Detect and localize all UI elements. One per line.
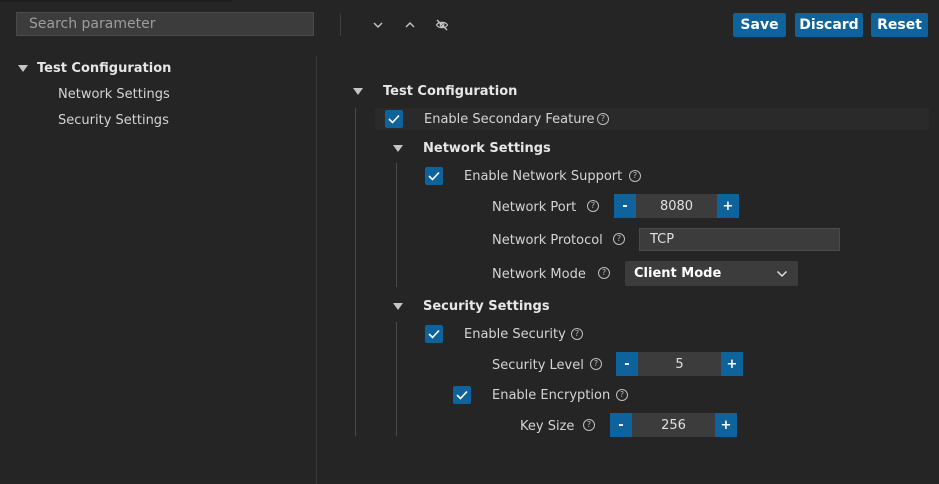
section-test-configuration[interactable]: Test Configuration xyxy=(353,84,517,99)
indent-guide xyxy=(396,163,397,287)
top-border xyxy=(0,0,232,2)
key-size-value[interactable]: 256 xyxy=(632,413,715,437)
indent-guide xyxy=(355,108,356,436)
reset-button[interactable]: Reset xyxy=(871,13,928,37)
decrement-button[interactable]: - xyxy=(614,194,636,218)
key-size-label: Key Size xyxy=(520,419,575,434)
pane-divider xyxy=(316,56,317,484)
tree-root-label: Test Configuration xyxy=(37,61,172,76)
network-protocol-label: Network Protocol xyxy=(492,233,603,248)
checkmark-icon xyxy=(388,114,400,124)
enable-encryption-checkbox[interactable] xyxy=(453,386,471,404)
checkmark-icon xyxy=(428,171,440,181)
section-title: Security Settings xyxy=(423,299,550,314)
row-highlight xyxy=(375,108,929,130)
increment-button[interactable]: + xyxy=(721,352,743,376)
increment-button[interactable]: + xyxy=(717,194,739,218)
question-icon[interactable]: ? xyxy=(598,267,610,279)
security-level-value[interactable]: 5 xyxy=(638,352,721,376)
collapse-all-button[interactable] xyxy=(369,16,387,34)
save-button[interactable]: Save xyxy=(733,13,786,37)
enable-security-label: Enable Security xyxy=(464,327,566,342)
key-size-stepper[interactable]: - 256 + xyxy=(610,413,737,437)
network-port-stepper[interactable]: - 8080 + xyxy=(614,194,739,218)
search-input[interactable]: Search parameter xyxy=(16,12,314,36)
enable-secondary-feature-checkbox[interactable] xyxy=(385,110,403,128)
indent-guide xyxy=(396,322,397,436)
chevron-down-icon xyxy=(373,22,383,28)
eye-off-icon xyxy=(435,19,449,31)
expand-all-button[interactable] xyxy=(401,16,419,34)
question-icon[interactable]: ? xyxy=(629,170,641,182)
decrement-button[interactable]: - xyxy=(616,352,638,376)
network-protocol-input[interactable]: TCP xyxy=(639,228,840,251)
increment-button[interactable]: + xyxy=(715,413,737,437)
caret-down-icon xyxy=(393,303,403,310)
section-title: Network Settings xyxy=(423,141,551,156)
network-port-value[interactable]: 8080 xyxy=(636,194,717,218)
caret-down-icon xyxy=(393,145,403,152)
question-icon[interactable]: ? xyxy=(571,328,583,340)
enable-network-support-checkbox[interactable] xyxy=(425,167,443,185)
tree-item-security-settings[interactable]: Security Settings xyxy=(58,113,169,128)
question-icon[interactable]: ? xyxy=(590,358,602,370)
checkmark-icon xyxy=(428,329,440,339)
section-title: Test Configuration xyxy=(383,84,518,99)
chevron-up-icon xyxy=(405,22,415,28)
question-icon[interactable]: ? xyxy=(583,419,595,431)
tree-item-network-settings[interactable]: Network Settings xyxy=(58,87,170,102)
security-level-stepper[interactable]: - 5 + xyxy=(616,352,743,376)
checkmark-icon xyxy=(456,390,468,400)
enable-secondary-feature-label: Enable Secondary Feature xyxy=(424,112,595,127)
network-port-label: Network Port xyxy=(492,200,577,215)
question-icon[interactable]: ? xyxy=(616,389,628,401)
enable-encryption-label: Enable Encryption xyxy=(492,388,611,403)
network-mode-value: Client Mode xyxy=(634,266,722,281)
toolbar-divider xyxy=(340,14,341,36)
tree-item-test-configuration[interactable]: Test Configuration xyxy=(18,61,171,76)
discard-button[interactable]: Discard xyxy=(795,13,863,37)
question-icon[interactable]: ? xyxy=(587,200,599,212)
section-security-settings[interactable]: Security Settings xyxy=(393,299,550,314)
question-icon[interactable]: ? xyxy=(597,113,609,125)
caret-down-icon xyxy=(353,88,363,95)
enable-security-checkbox[interactable] xyxy=(425,325,443,343)
question-icon[interactable]: ? xyxy=(613,233,625,245)
security-level-label: Security Level xyxy=(492,358,584,373)
toggle-visibility-button[interactable] xyxy=(433,16,451,34)
chevron-down-icon xyxy=(776,270,788,277)
network-mode-label: Network Mode xyxy=(492,267,586,282)
caret-down-icon xyxy=(18,65,28,72)
network-mode-select[interactable]: Client Mode xyxy=(625,261,798,286)
section-network-settings[interactable]: Network Settings xyxy=(393,141,551,156)
decrement-button[interactable]: - xyxy=(610,413,632,437)
enable-network-support-label: Enable Network Support xyxy=(464,169,623,184)
